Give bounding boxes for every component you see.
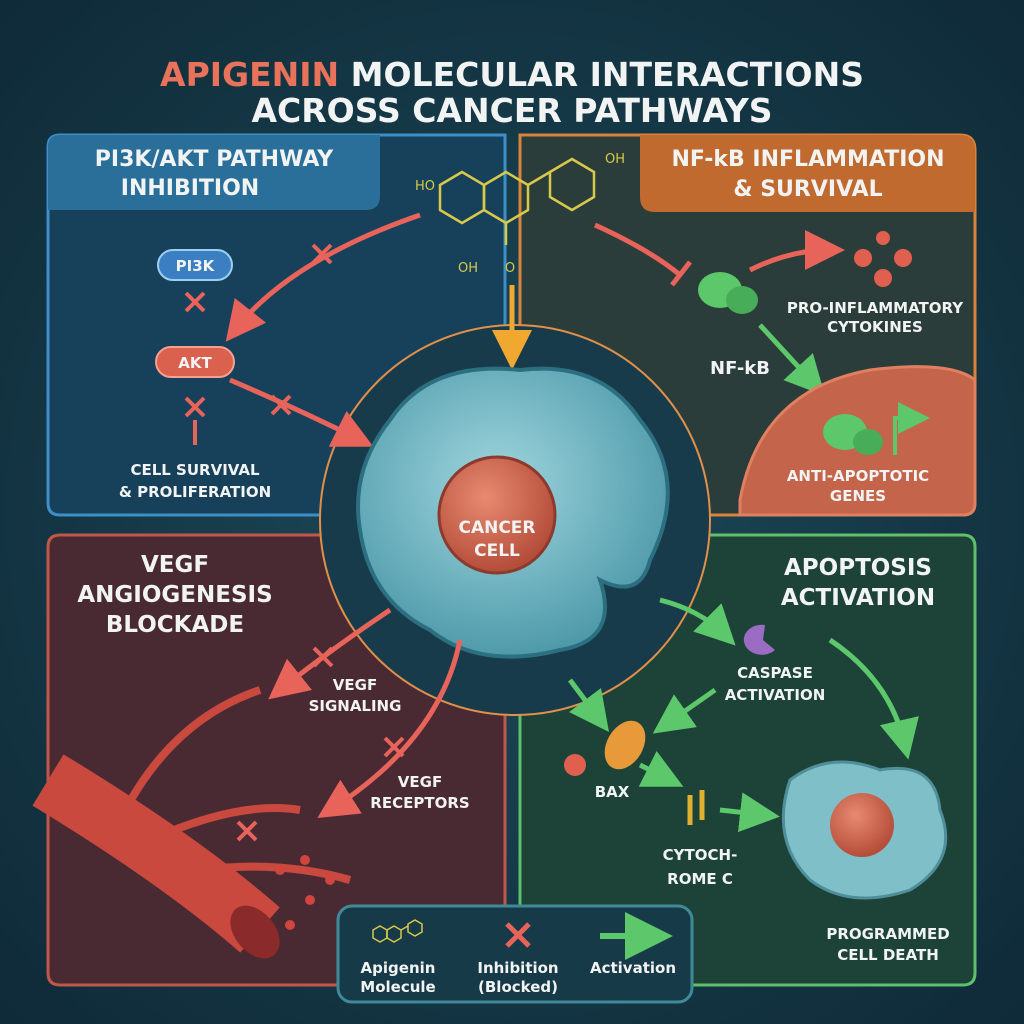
hydroxyl-label: HO xyxy=(415,179,435,194)
title-line-1: APIGENIN MOLECULAR INTERACTIONS xyxy=(160,55,864,94)
activation-arrow xyxy=(659,597,736,646)
nfkb-label: NF-kB xyxy=(710,358,770,379)
inhibition-arrow xyxy=(225,212,421,342)
activation-arrow xyxy=(748,230,845,273)
vegf-signaling-label: VEGF xyxy=(333,676,377,694)
outcome-label: & PROLIFERATION xyxy=(119,483,271,501)
panel-title: ANGIOGENESIS xyxy=(77,582,272,608)
cell-death-label: PROGRAMMED xyxy=(826,925,949,943)
panel-title: PI3K/AKT PATHWAY xyxy=(95,147,334,172)
legend-molecule-label: Molecule xyxy=(360,978,435,996)
cytokine-dots xyxy=(854,231,912,287)
vegf-receptors-label: RECEPTORS xyxy=(370,794,469,812)
panel-title: APOPTOSIS xyxy=(784,555,932,581)
cancer-cell-label: CANCER xyxy=(458,518,535,538)
oxygen-label: O xyxy=(505,261,515,276)
outcome-label: CELL SURVIVAL xyxy=(130,461,260,479)
akt-pill xyxy=(155,346,235,378)
panel-title: BLOCKADE xyxy=(106,612,244,638)
caspase-icon xyxy=(743,624,775,655)
cytochrome-c-icon xyxy=(687,790,705,825)
legend-inhibition-label: (Blocked) xyxy=(478,978,558,996)
legend-molecule-icon xyxy=(372,919,423,943)
panel-title: ACTIVATION xyxy=(781,585,935,611)
akt-label: AKT xyxy=(178,354,212,372)
pi3k-label: PI3K xyxy=(176,257,216,275)
caspase-label: CASPASE xyxy=(737,664,813,682)
molecule-network xyxy=(275,855,335,930)
cytochrome-label: ROME C xyxy=(667,870,733,888)
cancer-cell-label: CELL xyxy=(474,541,520,561)
panel-title: INHIBITION xyxy=(121,176,259,201)
legend: Apigenin Molecule Inhibition (Blocked) A… xyxy=(336,904,694,1004)
apigenin-molecule xyxy=(438,157,596,245)
bax-protein xyxy=(604,720,646,770)
panel-title: NF-kB INFLAMMATION xyxy=(671,147,944,172)
inhibition-arrow xyxy=(593,222,682,277)
panel-title: & SURVIVAL xyxy=(733,177,882,202)
genes-label: ANTI-APOPTOTIC xyxy=(787,467,929,485)
vegf-signaling-label: SIGNALING xyxy=(309,697,402,715)
title-line-2: ACROSS CANCER PATHWAYS xyxy=(251,91,772,130)
caspase-label: ACTIVATION xyxy=(725,686,826,704)
legend-molecule-label: Apigenin xyxy=(361,959,436,977)
inhibition-arrow xyxy=(317,639,463,819)
pi3k-pill xyxy=(157,249,233,281)
legend-inhibition-icon xyxy=(505,922,531,948)
hydroxyl-label: OH xyxy=(605,152,625,167)
hydroxyl-label: OH xyxy=(458,261,478,276)
panel-title: VEGF xyxy=(141,552,209,578)
cytokines-label: PRO-INFLAMMATORY xyxy=(787,299,964,317)
cytokines-label: CYTOKINES xyxy=(827,318,923,336)
cytochrome-label: CYTOCH- xyxy=(663,846,738,864)
legend-activation-label: Activation xyxy=(590,959,676,977)
bax-label: BAX xyxy=(595,783,630,801)
genes-label: GENES xyxy=(830,487,886,505)
inhibition-arrow xyxy=(229,377,374,447)
cell-death-label: CELL DEATH xyxy=(837,946,939,964)
legend-inhibition-label: Inhibition xyxy=(477,959,558,977)
vegf-receptors-label: VEGF xyxy=(398,773,442,791)
nucleus xyxy=(437,455,557,575)
